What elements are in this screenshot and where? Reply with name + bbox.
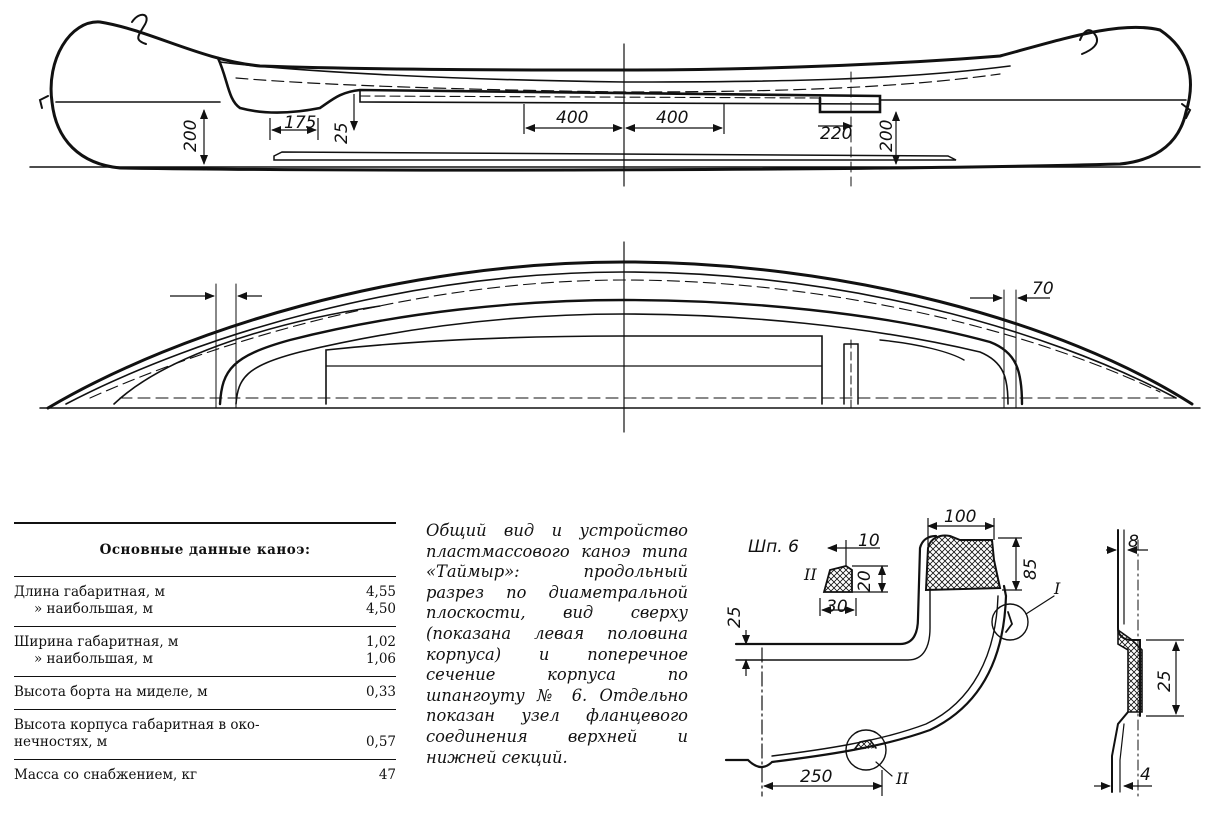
row-label: Высота борта на миделе, м [14,684,208,700]
flange-lower-section [1111,711,1129,793]
row-label: нечностях, м [14,734,108,750]
dim-100: 100 [944,507,976,527]
dim-8: 8 [1128,532,1139,552]
dim-10: 10 [858,531,880,551]
plan-seat [843,343,859,405]
dim-4: 4 [1140,765,1151,785]
plan-inner-hull [113,305,381,405]
row-value: 1,02 [365,634,396,650]
dim-250: 250 [800,767,832,787]
section-shell [724,584,1008,769]
inset-profile [822,565,853,593]
row-label: » наибольшая, м [34,601,153,617]
bow-tip [38,95,49,109]
gunwale-block [924,534,1002,592]
dim-30: 30 [826,597,848,617]
callout-I-label: I [1053,579,1061,598]
table-row: Масса со снабжением, кг 47 [14,767,396,784]
row-value: 4,50 [365,601,396,617]
table-group: Высота корпуса габаритная в око-нечностя… [14,710,396,759]
flange-labels: 8 25 4 [1128,532,1175,785]
side-view-dim-labels: 400 400 200 175 25 220 200 [181,108,897,152]
plan-inner-sheer [65,271,1177,405]
table-group: Высота борта на миделе, м 0,33 [14,677,396,709]
specs-table: Основные данные каноэ: Длина габаритная,… [14,522,396,792]
inset-II-detail [819,540,888,616]
side-view-dimensions [200,94,900,165]
dim-200-right: 200 [877,120,897,152]
row-label: » наибольшая, м [34,651,153,667]
table-body: Длина габаритная, м 4,55 » наибольшая, м 4,… [14,577,396,792]
cockpit-coaming [216,56,882,114]
dim-400-right: 400 [656,108,688,128]
row-value: 4,55 [365,584,396,600]
table-row: Высота корпуса габаритная в око- [14,717,396,734]
cross-section-dimensions [742,518,1022,796]
dim-220: 220 [820,124,852,144]
dim-175: 175 [284,113,316,133]
row-label: Длина габаритная, м [14,584,165,600]
plan-outer-sheer [46,260,1194,410]
table-group: Ширина габаритная, м 1,02 » наибольшая, м 1… [14,627,396,676]
dim-200-left: 200 [181,120,201,152]
deck-line [219,61,1011,83]
row-label: Высота корпуса габаритная в око- [14,717,260,733]
flange-dimensions [1094,546,1184,790]
flange-joint [1117,628,1143,713]
flange-dim-25: 25 [1155,670,1175,692]
table-group: Длина габаритная, м 4,55 » наибольшая, м 4,… [14,577,396,626]
stern-painter [1079,29,1098,55]
table-row: Длина габаритная, м 4,55 [14,584,396,601]
table-row: нечностях, м 0,57 [14,734,396,751]
cross-section [724,534,1055,797]
table-title: Основные данные каноэ: [99,542,311,558]
dim-25: 25 [332,122,352,144]
row-value: 47 [378,767,396,783]
bow-painter [131,13,148,45]
bottom-boards [273,151,957,161]
table-row: Ширина габаритная, м 1,02 [14,634,396,651]
row-value [356,717,396,734]
stern-tip [1181,103,1192,119]
row-value: 0,57 [365,734,396,750]
flange-detail [1111,529,1143,801]
plan-coaming [218,298,1024,406]
row-label: Масса со снабжением, кг [14,767,198,783]
callout-I-circle [991,603,1029,641]
cross-section-labels: Шп. 6 100 85 25 250 I II [725,507,1061,788]
dim-70: 70 [1032,279,1054,299]
section-dim-25: 25 [725,606,745,628]
figure-caption: Общий вид и устройство пластмассового ка… [426,521,688,767]
dim-400-left: 400 [556,108,588,128]
top-view [39,241,1201,433]
inset-II-labels: II 10 20 30 [803,531,880,617]
side-view [29,13,1201,187]
frame-label: Шп. 6 [748,537,799,557]
dim-85: 85 [1021,558,1041,580]
table-row: » наибольшая, м 1,06 [14,651,396,668]
plan-coaming-inner [235,313,1009,405]
floor-dashed [359,95,821,99]
plan-floor-panel [325,335,823,405]
table-row: Высота борта на миделе, м 0,33 [14,684,396,701]
callout-II-circle [845,729,887,771]
top-view-dimensions [170,292,1050,302]
row-label: Ширина габаритная, м [14,634,179,650]
section-deck [734,534,938,646]
hull-outline [49,20,1192,172]
row-value: 0,33 [365,684,396,700]
table-top-rule [14,522,396,524]
section-shell-inner [771,595,999,757]
inset-II-label: II [803,565,817,584]
row-value: 1,06 [365,651,396,667]
section-deck-inner [735,589,931,661]
callout-II-label: II [895,769,909,788]
table-row: » наибольшая, м 4,50 [14,601,396,618]
table-group: Масса со снабжением, кг 47 [14,760,396,792]
dim-20: 20 [855,570,875,592]
floor-line [359,89,881,105]
